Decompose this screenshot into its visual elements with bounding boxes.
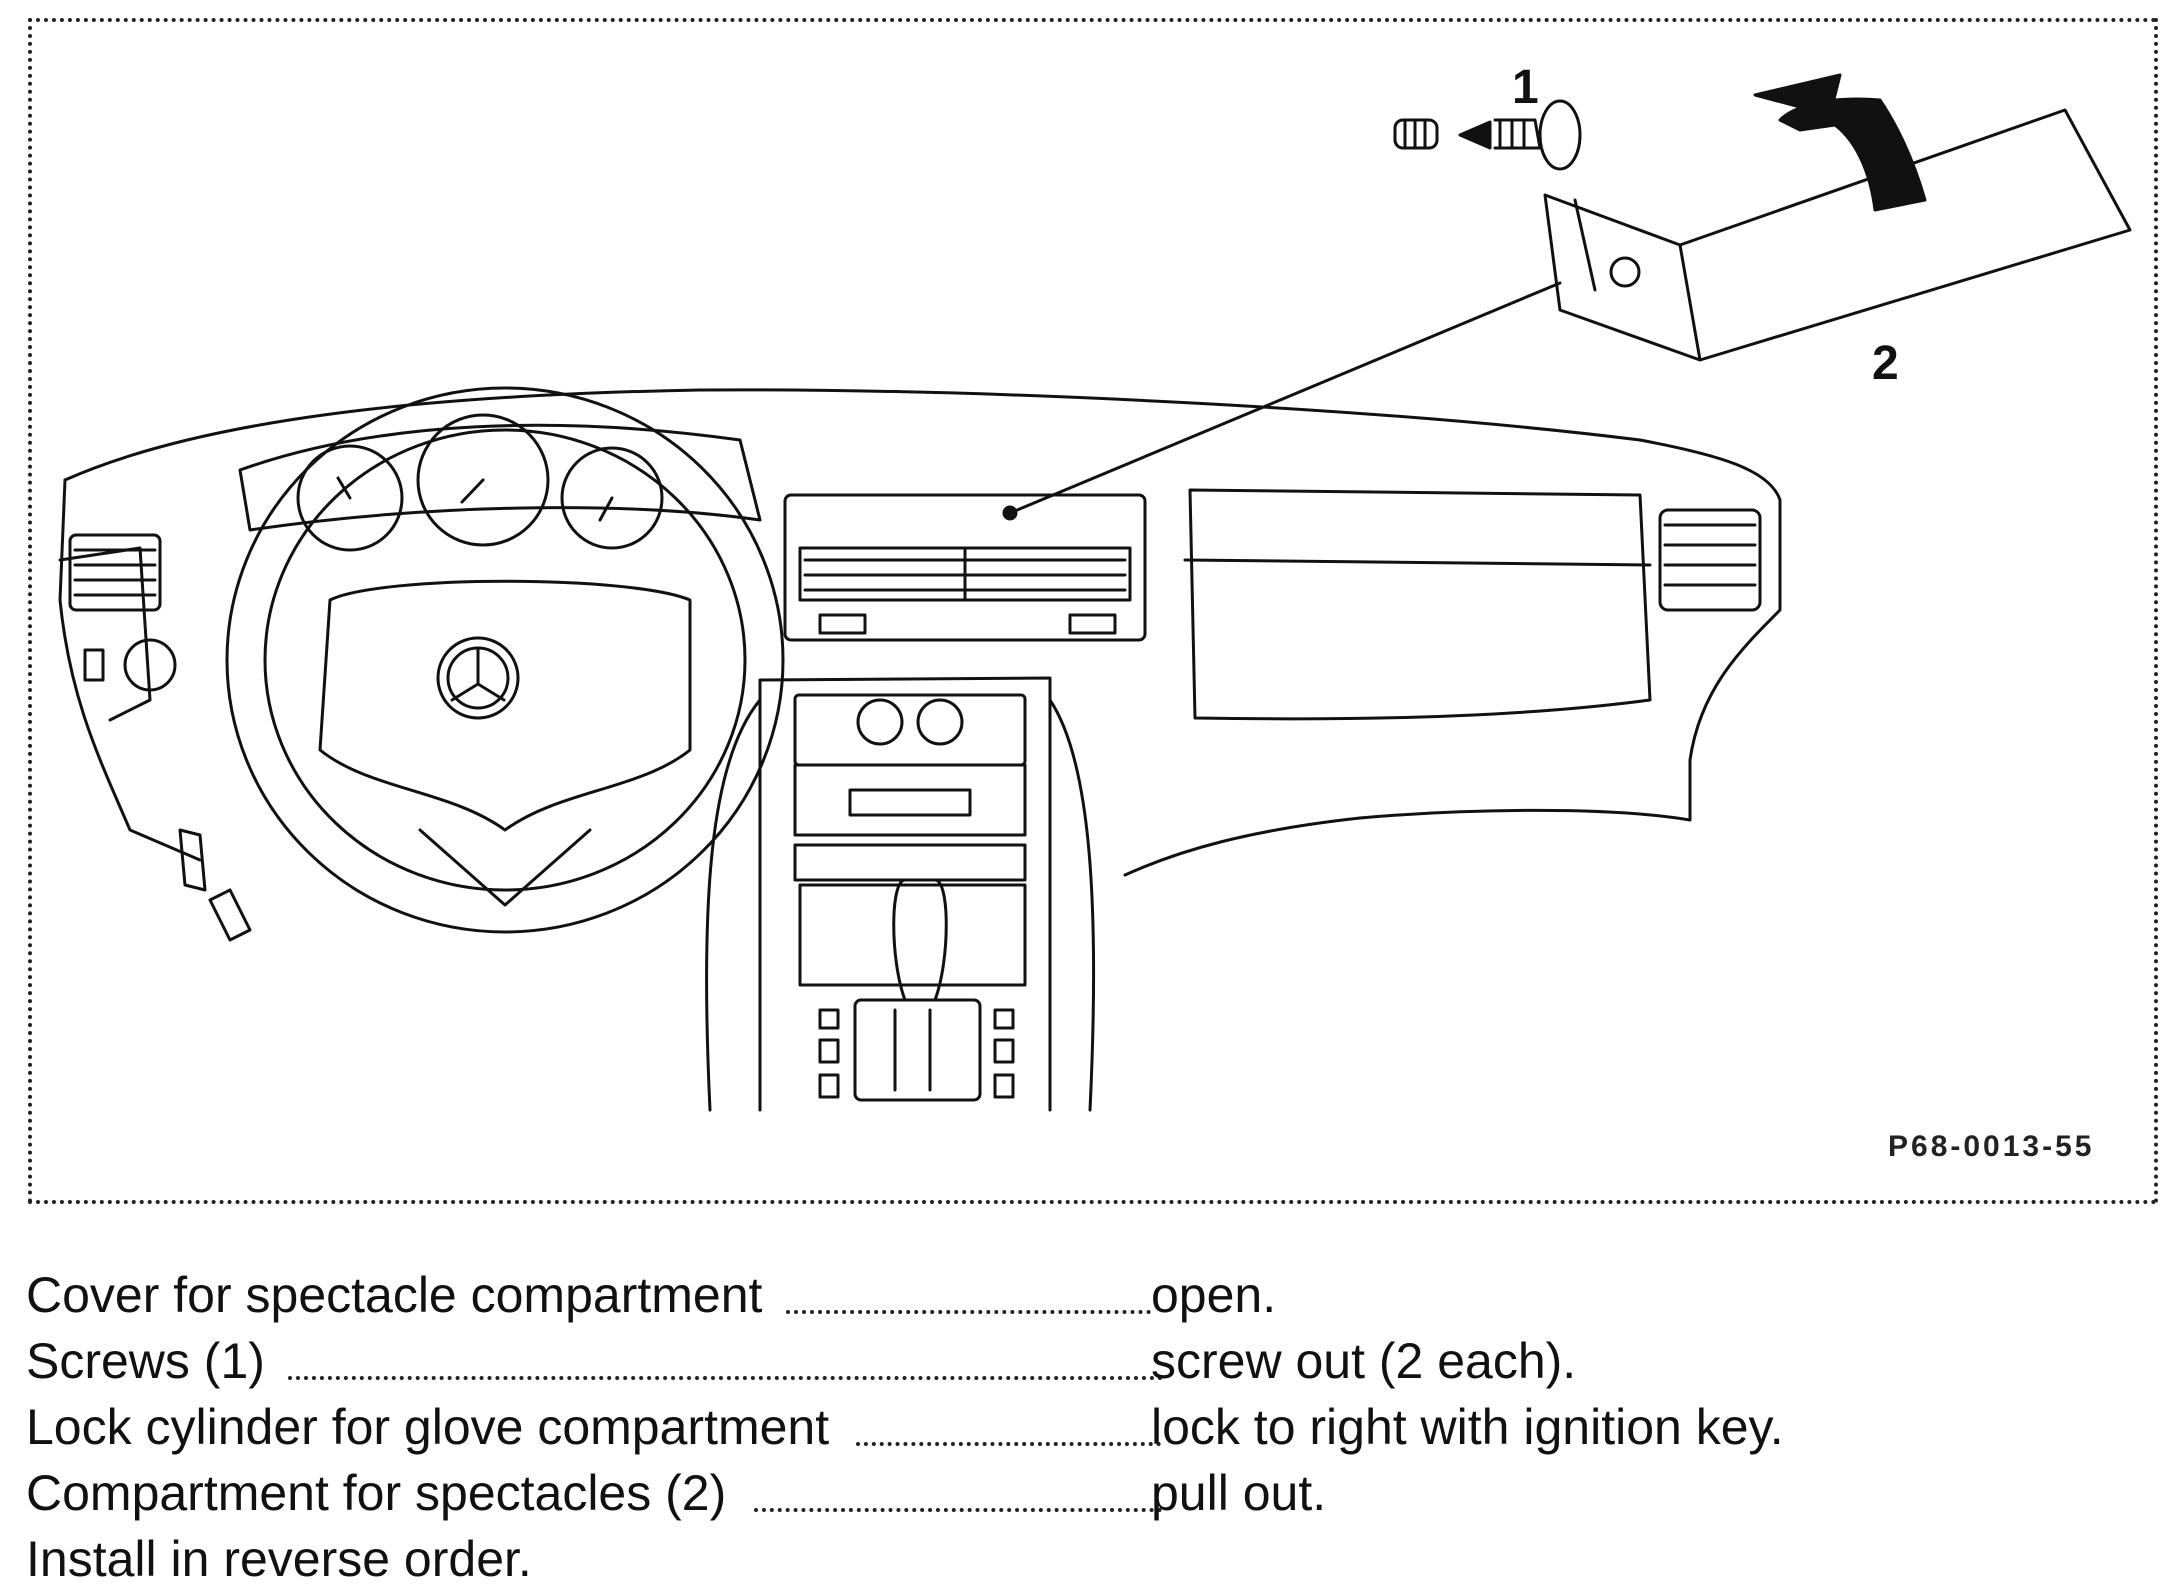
center-console [758,676,1052,1112]
callout-1: 1 [1512,61,1539,114]
step-part: Cover for spectacle compartment [26,1262,765,1328]
screw-detail [1393,99,1582,171]
step-action: screw out (2 each). [1151,1333,1577,1389]
step-part: Screws (1) [26,1328,267,1394]
gauge-left [296,444,404,552]
steering-wheel-outer [225,386,785,934]
final-note-text: Install in reverse order. [26,1526,534,1592]
steering-wheel-inner [263,428,747,892]
leader-dots [288,1376,1163,1380]
callout-2: 2 [1872,337,1899,390]
step-part: Compartment for spectacles (2) [26,1460,729,1526]
step-action: open. [1151,1267,1277,1323]
figure-frame [28,18,2158,1204]
figure-code: P68-0013-55 [1888,1130,2095,1163]
step-action: lock to right with ignition key. [1151,1399,1784,1455]
step-action: pull out. [1151,1465,1327,1521]
step-row: Lock cylinder for glove compartment lock… [26,1394,2146,1460]
radio-unit [793,763,1027,837]
leader-dots [856,1442,1161,1446]
left-air-vent [68,533,162,612]
steering-hub [318,579,692,832]
spectacle-compartment-detail [1543,193,1702,362]
right-air-vent [1658,508,1762,612]
final-note: Install in reverse order. [26,1526,2146,1592]
gauge-center [416,413,550,547]
step-part: Lock cylinder for glove compartment [26,1394,832,1460]
instrument-hood [238,423,762,532]
headlight-switch [123,638,177,692]
leader-dots [754,1508,1162,1512]
dashboard-top-outline [63,388,1782,877]
gear-selector [892,878,948,1002]
mercedes-star-icon [436,636,520,720]
leader-dots [786,1310,1151,1314]
pull-out-arrow-icon [1778,97,1927,212]
procedure-steps: Cover for spectacle compartment open. Sc… [26,1262,2146,1592]
step-row: Screws (1) screw out (2 each). [26,1328,2146,1394]
glove-box-door [1188,488,1652,721]
dashboard-left-outline [58,478,202,862]
gauge-right [560,446,664,550]
step-row: Cover for spectacle compartment open. [26,1262,2146,1328]
center-air-vent-panel [783,493,1147,642]
pedal [178,828,207,892]
leader-line [1008,281,1562,515]
step-row: Compartment for spectacles (2) pull out. [26,1460,2146,1526]
